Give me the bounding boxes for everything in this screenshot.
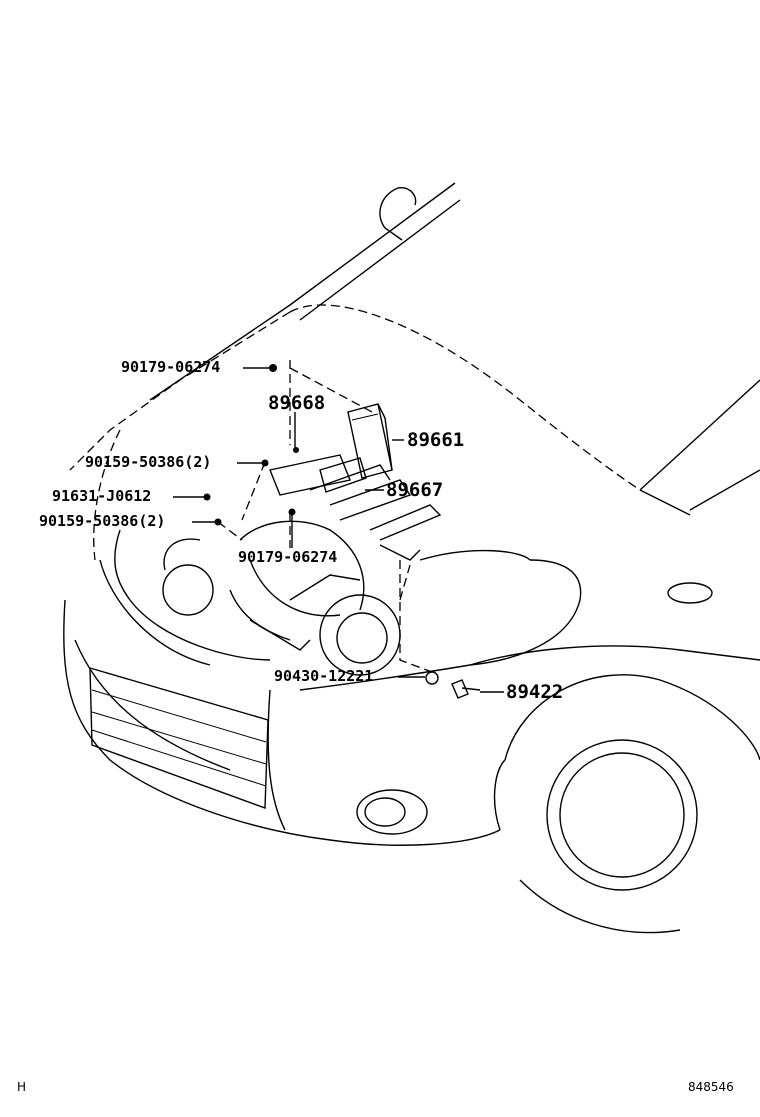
part-label-89668: 89668 xyxy=(268,392,326,414)
part-label-90179-06274-bottom: 90179-06274 xyxy=(238,548,338,566)
figure-number: 848546 xyxy=(688,1080,734,1094)
footer-left-code: H xyxy=(17,1080,27,1094)
part-label-90179-06274-top: 90179-06274 xyxy=(121,358,221,376)
part-label-90159-50386-lower: 90159-50386(2) xyxy=(39,512,166,530)
part-label-90430-12221: 90430-12221 xyxy=(274,667,374,685)
part-label-89667: 89667 xyxy=(386,479,444,501)
part-label-90159-50386-upper: 90159-50386(2) xyxy=(85,453,212,471)
part-label-89661: 89661 xyxy=(407,429,465,451)
part-label-91631-j0612: 91631-J0612 xyxy=(52,487,152,505)
part-label-89422: 89422 xyxy=(506,681,564,703)
